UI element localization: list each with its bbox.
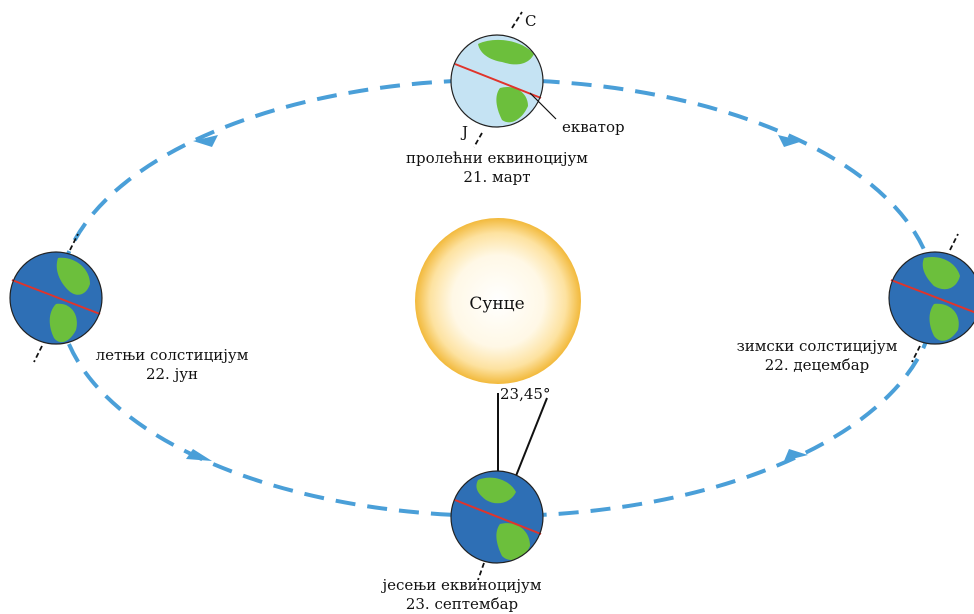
orbit-arrow-top-right	[778, 135, 803, 147]
winter-solstice-name: зимски солстицијум	[736, 337, 898, 355]
spring-equinox-name: пролећни еквиноцијум	[406, 149, 588, 167]
orbit-arrows	[186, 135, 808, 461]
earth-summer	[9, 233, 103, 363]
orbit-arrow-top-left	[193, 135, 218, 147]
earth-autumn	[450, 470, 544, 581]
earth-spring	[450, 11, 557, 148]
equator-label: екватор	[562, 118, 625, 136]
sun-label: Сунце	[469, 294, 525, 314]
orbit-arrow-bottom-left	[186, 449, 212, 461]
south-pole-label: Ј	[462, 123, 469, 141]
autumn-equinox-name: јесењи еквиноцијум	[382, 576, 542, 594]
spring-equinox-date: 21. март	[463, 168, 531, 186]
winter-solstice-date: 22. децембар	[764, 356, 870, 374]
summer-solstice-date: 22. јун	[145, 365, 199, 383]
summer-solstice-name: летњи солстицијум	[95, 346, 249, 364]
north-pole-label: С	[525, 12, 537, 30]
tilt-angle-label: 23,45°	[500, 385, 551, 403]
earth-winter	[888, 233, 974, 363]
sun	[415, 218, 581, 384]
autumn-equinox-date: 23. септембар	[405, 595, 519, 613]
orbit-arrow-bottom-right	[784, 449, 808, 461]
